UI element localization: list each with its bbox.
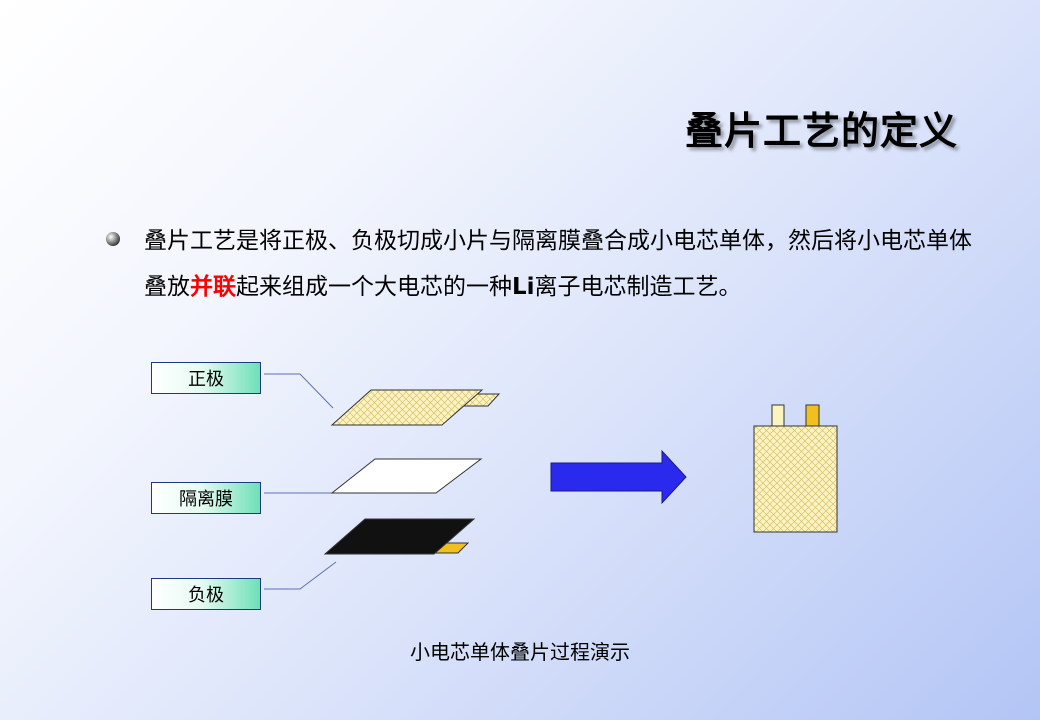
definition-text-middle: 起来组成一个大电芯的一种 [236, 274, 512, 300]
definition-highlight: 并联 [190, 274, 236, 300]
assembled-cell-body [753, 425, 838, 533]
label-separator-text: 隔离膜 [179, 489, 233, 510]
positive-leader-line [264, 373, 334, 409]
slide-title: 叠片工艺的定义 [684, 109, 958, 153]
bullet-sphere-icon [106, 232, 120, 246]
label-negative-text: 负极 [188, 585, 224, 606]
negative-leader-line [264, 561, 337, 590]
label-positive-electrode: 正极 [151, 362, 261, 394]
positive-electrode-sheet [330, 389, 484, 426]
process-arrow-icon [550, 449, 687, 505]
cell-tab-right [805, 404, 820, 428]
definition-text-after: 离子电芯制造工艺。 [534, 274, 742, 300]
diagram-caption: 小电芯单体叠片过程演示 [410, 640, 630, 664]
definition-text-before: 叠片工艺是将正极、负极切成小片与隔离膜叠合成小电芯单体，然后将小电芯单体叠放 [144, 228, 972, 300]
negative-electrode-sheet [323, 518, 476, 555]
separator-sheet [330, 458, 483, 494]
label-negative-electrode: 负极 [151, 578, 261, 610]
definition-latin-word: Li [512, 274, 535, 300]
cell-tab-left [771, 404, 785, 428]
definition-text: 叠片工艺是将正极、负极切成小片与隔离膜叠合成小电芯单体，然后将小电芯单体叠放并联… [144, 218, 984, 310]
label-positive-text: 正极 [188, 369, 224, 390]
label-separator: 隔离膜 [151, 482, 261, 514]
